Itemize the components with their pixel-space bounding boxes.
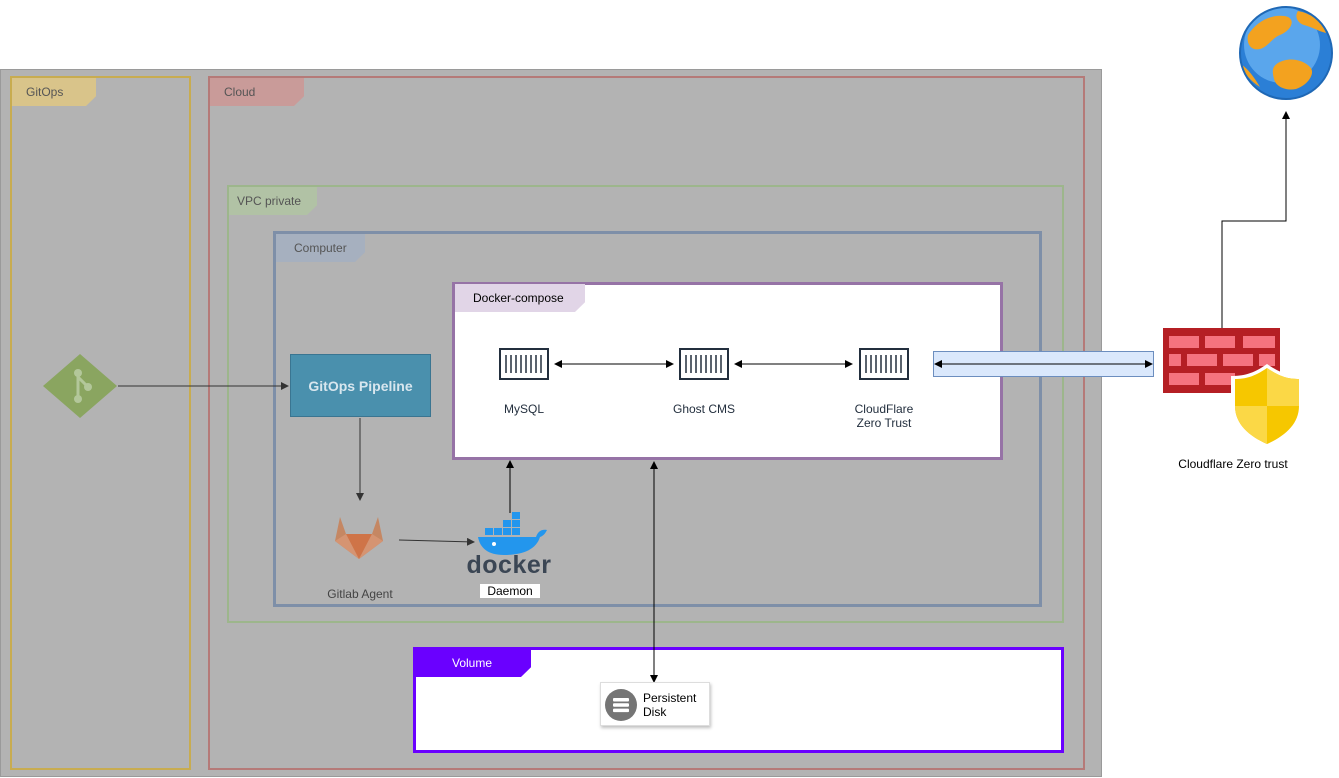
globe-icon	[1239, 6, 1333, 100]
container-icon	[679, 348, 729, 380]
disk-icon	[605, 689, 637, 721]
git-icon	[43, 354, 117, 418]
volume-group[interactable]: Volume	[413, 647, 1064, 753]
vpc-tag: VPC private	[229, 187, 317, 215]
edge-firewall-internet	[1221, 111, 1290, 328]
container-icon	[499, 348, 549, 380]
gitops-tag: GitOps	[12, 78, 96, 106]
ghost-cms-label: Ghost CMS	[672, 402, 735, 416]
persistent-disk-label-2: Disk	[643, 705, 667, 719]
cloudflare-zero-trust-label: Cloudflare Zero trust	[1178, 457, 1288, 471]
gitops-group[interactable]: GitOps	[10, 76, 191, 770]
cloud-tag: Cloud	[210, 78, 304, 106]
volume-tag: Volume	[416, 649, 531, 677]
docker-wordmark: docker	[466, 551, 552, 579]
docker-compose-tag: Docker-compose	[455, 284, 585, 312]
docker-daemon-label: Daemon	[480, 584, 540, 598]
mysql-label: MySQL	[503, 402, 544, 416]
vpc-group[interactable]: VPC private	[227, 185, 1064, 623]
gitops-pipeline-label: GitOps Pipeline	[308, 377, 413, 394]
gitlab-icon	[335, 517, 383, 559]
edge-gitlab-docker	[398, 537, 475, 546]
container-icon	[859, 348, 909, 380]
docker-icon	[478, 512, 547, 555]
persistent-disk-label-1: Persistent	[643, 691, 697, 705]
shield-icon	[1231, 364, 1303, 448]
persistent-disk-card[interactable]: Persistent Disk	[600, 682, 710, 726]
gitlab-agent-label: Gitlab Agent	[327, 587, 393, 601]
cloud-group[interactable]: Cloud	[208, 76, 1085, 770]
gitops-pipeline-box[interactable]: GitOps Pipeline	[290, 354, 431, 417]
cloudflare-container-label-2: Zero Trust	[856, 416, 912, 430]
computer-tag: Computer	[276, 234, 365, 262]
cloudflare-container-label-1: CloudFlare	[854, 402, 914, 416]
